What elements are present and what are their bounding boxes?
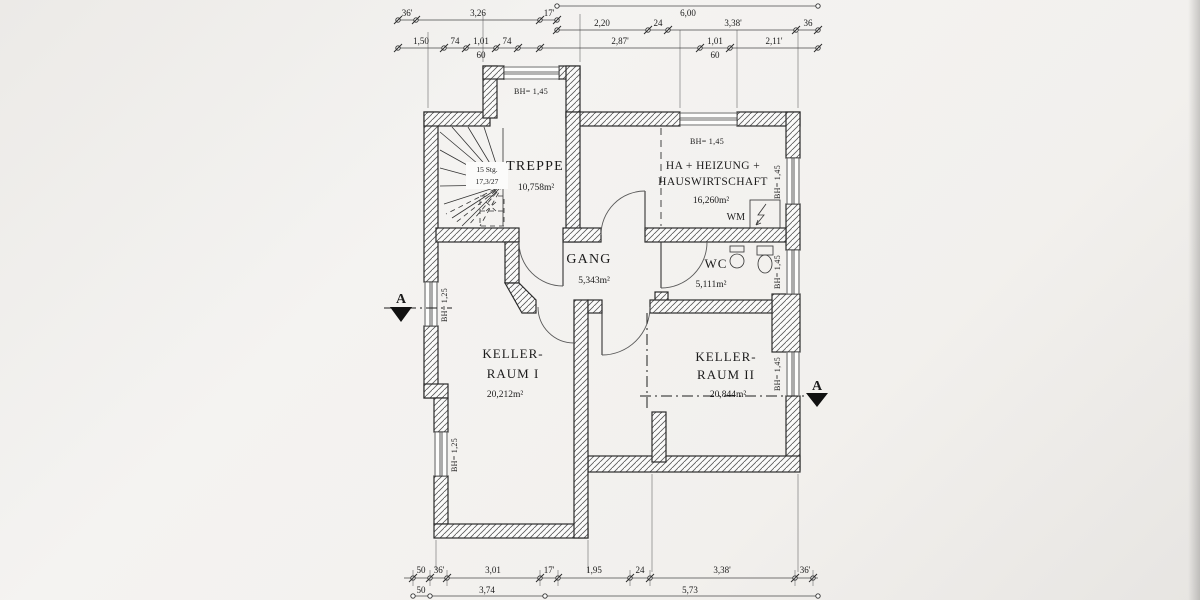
room-label-keller1-2: RAUM I: [487, 366, 540, 381]
bh-label-ha-window: BH= 1,45: [690, 137, 724, 146]
fixtures: WM: [727, 199, 781, 274]
dim-top2-3: 60: [477, 50, 487, 60]
door-corridor-ha: [600, 190, 646, 236]
paper-edge-shadow: [1188, 0, 1200, 600]
room-label-keller2-2: RAUM II: [697, 367, 755, 382]
room-label-keller2-1: KELLER-: [695, 349, 756, 364]
room-labels: TREPPE 10,758m² HA + HEIZUNG + HAUSWIRTS…: [482, 159, 767, 400]
section-arrow-left: [390, 307, 412, 322]
dimension-chains: 36' 3,26 17' 2,20 24 3,38' 36 6,00 1,50 …: [393, 3, 823, 599]
room-area-gang: 5,343m²: [578, 276, 610, 286]
dim-top1-3: 2,20: [594, 18, 610, 28]
window-ha-top: [679, 112, 738, 126]
room-area-wc: 5,111m²: [696, 280, 727, 290]
dim-bot1-6: 3,38': [713, 565, 731, 575]
dim-bot1-2: 3,01: [485, 565, 501, 575]
dim-top1-4: 24: [654, 18, 664, 28]
dim-bot2-1: 3,74: [479, 585, 495, 595]
wm-label: WM: [727, 212, 745, 223]
dim-bot1-4: 1,95: [586, 565, 602, 575]
door-treppe-gang: [518, 241, 564, 287]
bh-label-right-window-3: BH= 1,45: [773, 357, 782, 391]
dim-top-overall: 6,00: [680, 8, 696, 18]
windows: [424, 66, 800, 477]
doors: [518, 190, 708, 356]
dim-top1-6: 36: [804, 18, 814, 28]
dim-top2-2: 1,01: [473, 36, 489, 46]
room-label-keller1-1: KELLER-: [482, 346, 543, 361]
dim-bot1-7: 36': [800, 565, 811, 575]
section-marker-a-right: A: [812, 379, 823, 394]
dim-bot1-5: 24: [636, 565, 646, 575]
window-right-ha: [786, 157, 800, 205]
dim-top1-1: 3,26: [470, 8, 486, 18]
section-marker-a-left: A: [396, 292, 407, 307]
stair-label-line2: 17,3/27: [476, 177, 499, 186]
dim-bot1-1: 36': [434, 565, 445, 575]
washing-machine: WM: [727, 199, 781, 229]
room-label-treppe: TREPPE: [506, 159, 564, 174]
window-right-keller2: [786, 351, 800, 397]
section-arrow-right: [806, 393, 828, 407]
dim-top2-0: 1,50: [413, 36, 429, 46]
walls: [423, 65, 801, 539]
wc-toilet: [756, 245, 774, 274]
door-gang-keller1: [537, 306, 575, 344]
window-left-lower: [434, 431, 448, 477]
room-area-treppe: 10,758m²: [518, 183, 555, 193]
dim-top2-4: 74: [503, 36, 513, 46]
window-treppe-top: [503, 66, 560, 80]
dim-top2-1: 74: [451, 36, 461, 46]
room-label-ha-1: HA + HEIZUNG +: [666, 160, 760, 172]
bh-label-right-window-2: BH= 1,45: [773, 255, 782, 289]
dim-top1-2: 17': [544, 8, 555, 18]
dim-bot2-2: 5,73: [682, 585, 698, 595]
dim-bot1-3: 17': [544, 565, 555, 575]
stair-label-line1: 15 Stg.: [476, 165, 497, 174]
dim-top2-6: 1,01: [707, 36, 723, 46]
bh-label-left-window-1: BH= 1,25: [440, 288, 449, 322]
window-left-upper: [424, 281, 438, 327]
window-right-wc: [786, 249, 800, 295]
room-area-keller2: 20,844m²: [710, 390, 747, 400]
door-wc: [660, 241, 708, 289]
dim-bot2-0: 50: [417, 585, 427, 595]
bh-label-right-window-1: BH= 1,45: [773, 165, 782, 199]
room-label-wc: WC: [705, 256, 728, 271]
section-and-dashed-lines: [384, 128, 804, 410]
wc-washbasin: [729, 245, 745, 269]
bh-label-left-window-2: BH= 1,25: [450, 438, 459, 472]
bh-label-treppe-window: BH= 1,45: [514, 87, 548, 96]
dim-top1-0: 36': [402, 8, 413, 18]
door-keller2: [601, 306, 651, 356]
window-height-labels: BH= 1,45 BH= 1,45 BH= 1,45 BH= 1,45 BH= …: [440, 87, 782, 472]
section-markers: A A: [390, 292, 828, 407]
room-label-ha-2: HAUSWIRTSCHAFT: [658, 176, 768, 188]
room-area-keller1: 20,212m²: [487, 390, 524, 400]
staircase: 15 Stg. 17,3/27: [439, 126, 508, 227]
dim-top2-5: 2,87': [611, 36, 629, 46]
dim-top2-7: 60: [711, 50, 721, 60]
dim-bot1-0: 50: [417, 565, 427, 575]
dim-top1-5: 3,38': [724, 18, 742, 28]
room-label-gang: GANG: [566, 252, 611, 267]
dim-top2-8: 2,11': [765, 36, 782, 46]
room-area-ha: 16,260m²: [693, 196, 730, 206]
